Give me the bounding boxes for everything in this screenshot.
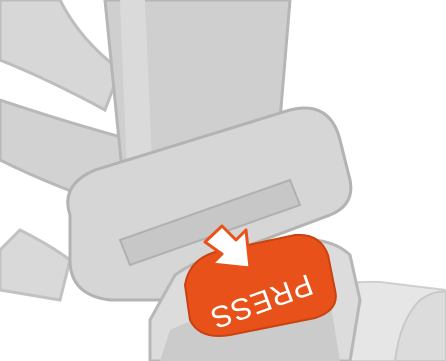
left-lower-strap (0, 230, 70, 300)
upper-left-belt (0, 0, 120, 110)
